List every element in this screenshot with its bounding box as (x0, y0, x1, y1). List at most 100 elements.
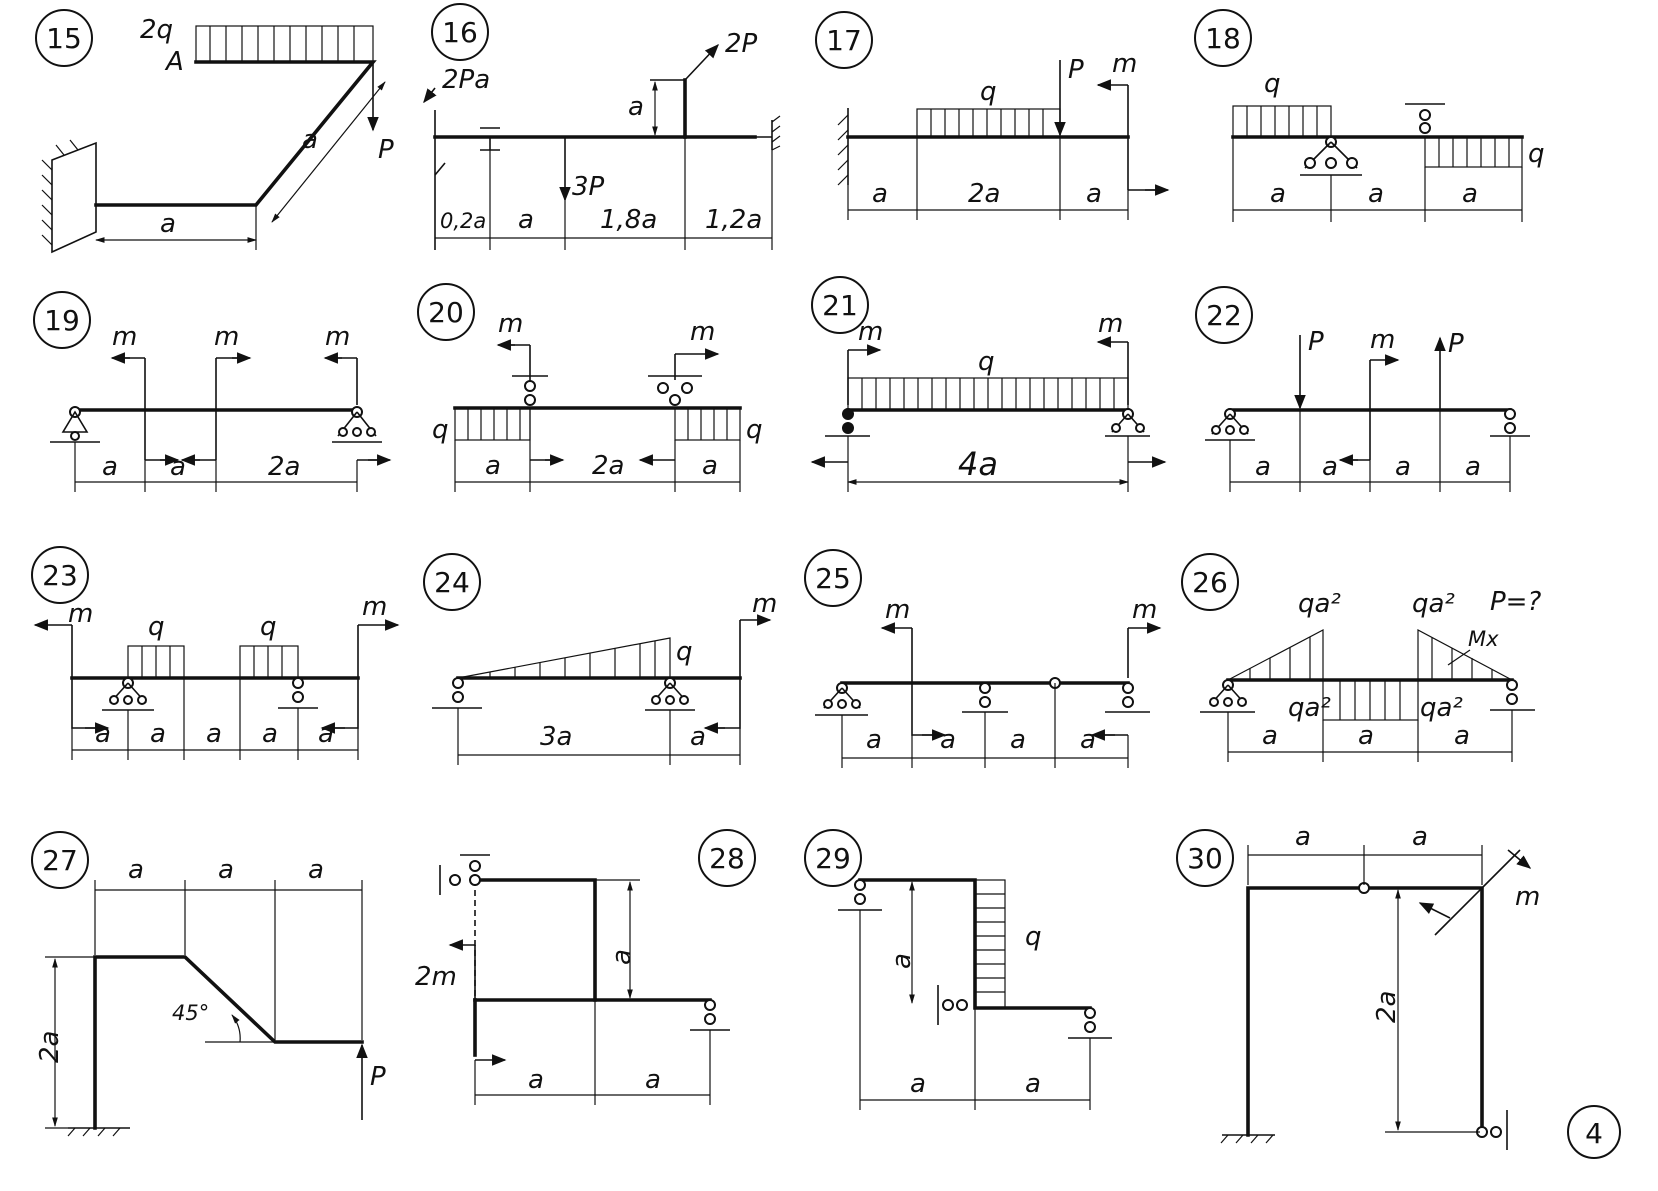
moment-label: m (1515, 882, 1540, 912)
dim-label: a (302, 125, 318, 155)
dim-label: 2a (968, 179, 1000, 209)
dim-label: a (1454, 721, 1470, 751)
roller-support-right (1105, 682, 1150, 713)
force-label: P (378, 135, 394, 165)
problem-number-circle (1195, 286, 1253, 344)
problem-number: 19 (44, 304, 80, 337)
problem-20: 20 q q m m a 2a a (417, 283, 763, 492)
side-roller-support (937, 985, 968, 1025)
dim-label: a (262, 719, 278, 749)
moment-label: m (1098, 309, 1123, 339)
dim-label: a (1412, 822, 1428, 852)
roller-support (278, 677, 318, 709)
problem-number-circle (698, 829, 756, 887)
dim-label: a (160, 209, 176, 239)
roller-support (962, 682, 1008, 713)
height-label: 2a (35, 1031, 65, 1063)
dim-label: a (1010, 725, 1026, 755)
problem-25: 25 m m a a a a (804, 549, 1162, 768)
mx-label: Mx (1468, 627, 1499, 651)
dim-label: a (866, 725, 882, 755)
diagram-label: qa² (1298, 589, 1341, 619)
pin-support (1300, 136, 1362, 176)
problem-number: 20 (428, 296, 464, 329)
problem-number-circle (431, 3, 489, 61)
dim-label: a (940, 725, 956, 755)
dim-label: a (150, 719, 166, 749)
problem-18: 18 q q a a a (1194, 9, 1545, 222)
problem-number: 28 (709, 842, 745, 875)
problem-30: 30 m a a 2a (1176, 822, 1540, 1150)
moment-label: m (1132, 595, 1157, 625)
problem-number-circle (417, 283, 475, 341)
problem-number-circle (804, 549, 862, 607)
dim-label: 1,8a (600, 205, 657, 235)
top-roller-support (512, 375, 548, 406)
load-label: q (148, 612, 165, 642)
dim-label: a (1025, 1069, 1041, 1099)
dim-label: a (170, 452, 186, 482)
load-label: q (260, 612, 277, 642)
dim-label: a (1080, 725, 1096, 755)
problem-17: 17 q P m a 2a a (815, 11, 1170, 220)
moment-diagram-left (1227, 629, 1324, 681)
problem-number: 22 (1206, 299, 1242, 332)
dim-label: a (690, 722, 706, 752)
problem-number-circle (1194, 9, 1252, 67)
dim-label: 2a (268, 452, 300, 482)
load-label: q (676, 637, 693, 667)
problem-22: 22 P m P a a a a (1195, 286, 1530, 492)
svg-text:4: 4 (1585, 1117, 1603, 1150)
force-label: P (1308, 327, 1324, 357)
problem-number-circle (35, 9, 93, 67)
wall-hatch (41, 139, 79, 246)
dim-label: a (218, 855, 234, 885)
right-fixed-support (755, 115, 781, 151)
moment-arrow (423, 87, 437, 104)
top-roller-support (1405, 103, 1445, 134)
dim-label: a (206, 719, 222, 749)
load-label: q (432, 415, 449, 445)
problem-number: 24 (434, 566, 470, 599)
height-label: a (887, 953, 917, 969)
dim-label: 3a (540, 722, 572, 752)
problem-number: 23 (42, 559, 78, 592)
moment-label: 2Pa (442, 65, 490, 95)
problem-number: 21 (822, 289, 858, 322)
dim-label: a (1255, 452, 1271, 482)
pin-support-left (1205, 408, 1255, 441)
problem-number-circle (31, 831, 89, 889)
frame (93, 955, 364, 1130)
moment-label: m (112, 322, 137, 352)
height-label: a (607, 949, 637, 965)
load-hatch (209, 26, 355, 62)
side-roller-support (1476, 1110, 1508, 1150)
pin-support (645, 677, 695, 711)
roller-support (690, 999, 730, 1031)
moment-label: m (1112, 49, 1137, 79)
problem-24: 24 q m 3a a (423, 553, 777, 765)
load-label: q (746, 415, 763, 445)
pin-support-left (815, 682, 868, 716)
frame (1246, 886, 1484, 1137)
force-label: P (1068, 55, 1084, 85)
problem-19: 19 m m m a a 2a (33, 291, 392, 492)
roller-support-right (1490, 408, 1530, 437)
distributed-load (239, 645, 299, 679)
distributed-load-left (1232, 105, 1332, 138)
diagram-label: qa² (1412, 589, 1455, 619)
force-arrow (684, 43, 719, 81)
problem-number-circle (33, 291, 91, 349)
dim-label: a (1358, 721, 1374, 751)
problem-number: 27 (42, 844, 78, 877)
roller-support-right (1490, 679, 1535, 711)
problem-number: 29 (815, 842, 851, 875)
moment-arrow (1507, 849, 1532, 869)
moment-label: m (498, 309, 523, 339)
dim-label: a (702, 451, 718, 481)
roller-support-right (1068, 1007, 1112, 1039)
pin-support-right (1105, 408, 1150, 437)
dim-label: a (318, 719, 334, 749)
problem-number-circle (31, 546, 89, 604)
